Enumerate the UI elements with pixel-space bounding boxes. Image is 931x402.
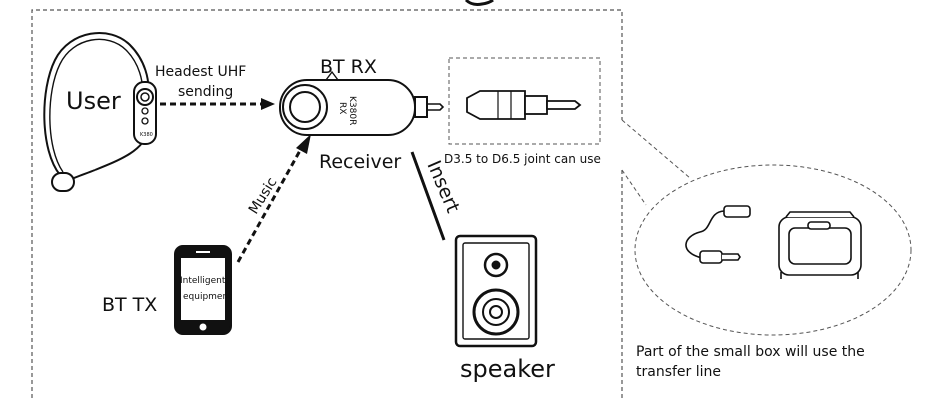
- uhf-arrow-head: [261, 98, 275, 110]
- bt-rx-label: BT RX: [320, 56, 377, 78]
- receiver-model-line2: RX: [337, 102, 347, 114]
- joint-adapter-icon: [466, 90, 582, 120]
- user-label: User: [66, 87, 121, 115]
- headset-model-mark: K380: [140, 132, 153, 138]
- speaker-icon: [454, 234, 538, 348]
- headset-icon: [43, 32, 157, 192]
- transfer-cable-icon: [685, 205, 751, 264]
- receiver-label: Receiver: [319, 151, 401, 173]
- phone-label-line1: Intelligent: [180, 276, 226, 286]
- callout-pointer: [621, 119, 691, 206]
- outer-dashed-frame: [31, 9, 623, 398]
- uhf-label-line1: Headest UHF: [155, 64, 246, 80]
- phone-label-line2: equipment: [183, 292, 232, 302]
- music-dashed-arrow: [236, 146, 304, 263]
- smartphone-icon: [174, 245, 232, 335]
- transfer-note-line2: transfer line: [636, 364, 721, 380]
- bt-tx-label: BT TX: [102, 294, 157, 316]
- joint-note: D3.5 to D6.5 joint can use: [444, 152, 601, 166]
- receiver-model-line1: K380R: [347, 96, 357, 125]
- insert-label: Insert: [422, 157, 464, 216]
- joint-dashed-box: [448, 57, 601, 145]
- receiver-device-icon: [279, 70, 445, 136]
- transfer-line-bubble: [634, 164, 912, 336]
- small-receiver-box-icon: [778, 211, 862, 279]
- music-arrow-head: [296, 134, 311, 154]
- transfer-note-line1: Part of the small box will use the: [636, 344, 865, 360]
- title-remnant: [464, 0, 494, 6]
- speaker-label: speaker: [460, 355, 555, 383]
- insert-line: [410, 151, 446, 241]
- uhf-label-line2: sending: [178, 84, 233, 100]
